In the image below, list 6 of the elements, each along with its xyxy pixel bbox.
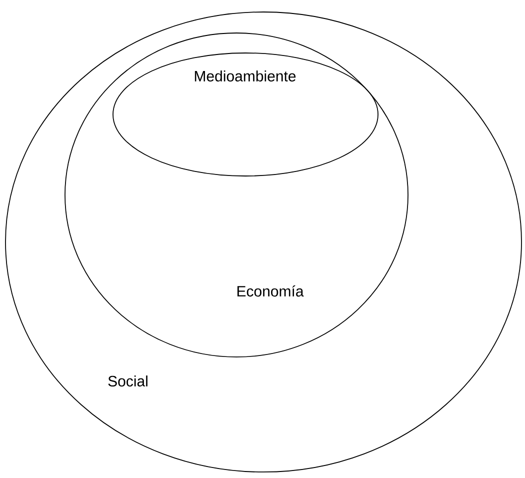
ellipse-label: Economía — [237, 285, 304, 297]
ellipse — [64, 32, 408, 358]
ellipse — [112, 52, 378, 176]
ellipse-label: Medioambiente — [194, 70, 296, 82]
ellipse-label: Social — [108, 375, 148, 386]
ellipse — [5, 12, 522, 472]
